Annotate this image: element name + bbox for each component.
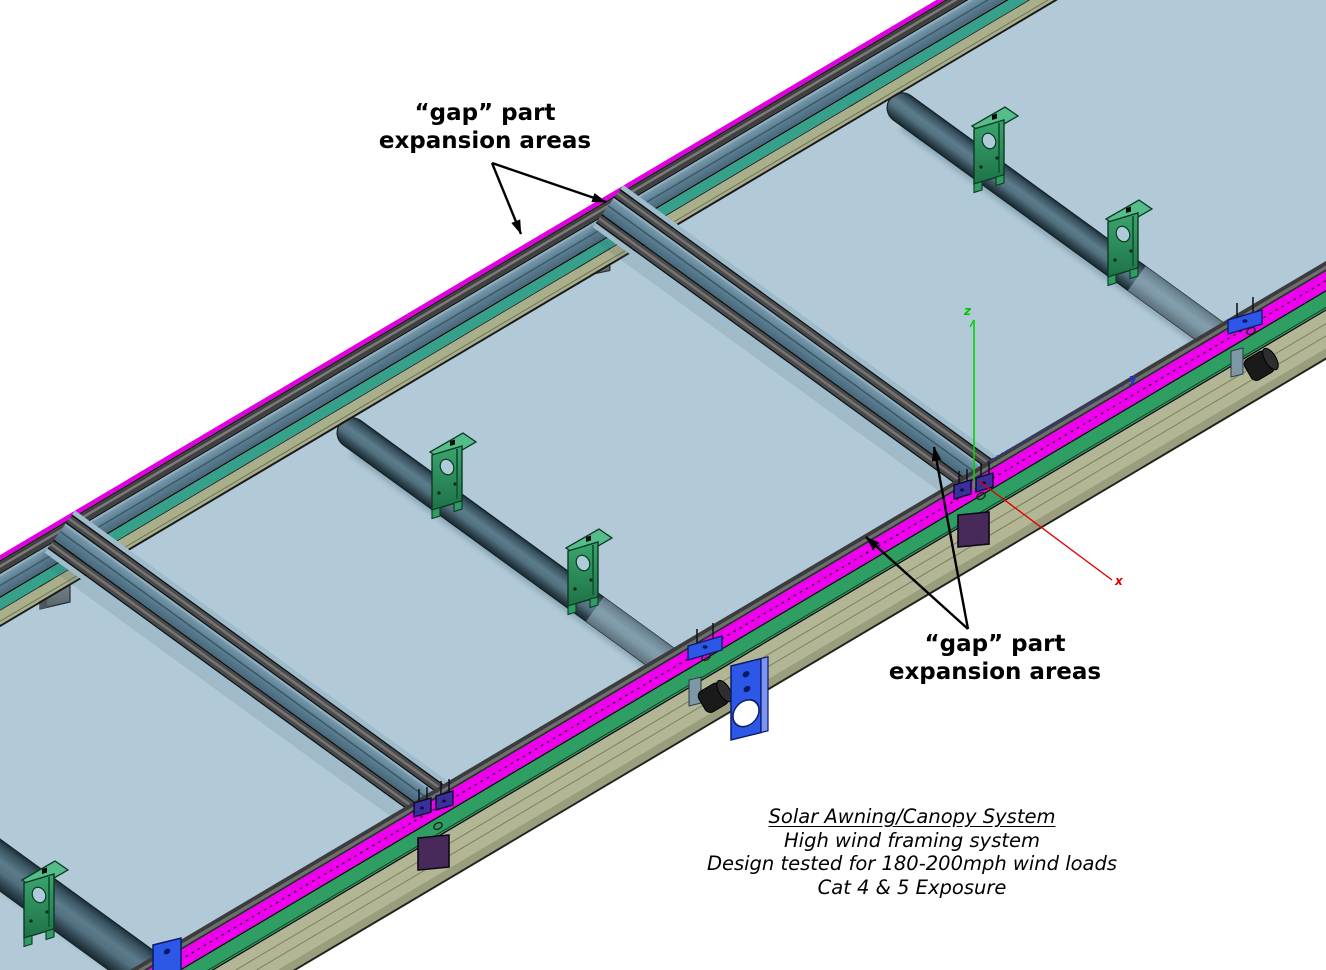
tube-end-recesses xyxy=(688,347,1244,707)
title-block-line2: High wind framing system xyxy=(784,828,1040,852)
mullion-left xyxy=(38,510,448,832)
z-axis-label: z xyxy=(964,304,971,318)
title-block-line4: Cat 4 & 5 Exposure xyxy=(817,875,1007,899)
tube-end-cap-1 xyxy=(697,679,733,713)
title-block-line3: Design tested for 180-200mph wind loads xyxy=(706,852,1118,875)
callout-arrows xyxy=(490,161,970,630)
axis-triad xyxy=(969,319,1127,581)
title-block-line1: Solar Awning/Canopy System xyxy=(768,805,1056,828)
tube-end-cap-2 xyxy=(1243,347,1279,381)
bracket-plate-blue-1 xyxy=(730,656,769,741)
drain-holes xyxy=(433,326,1256,831)
x-axis-label: x xyxy=(1115,574,1123,588)
mullion-center xyxy=(586,185,996,506)
bottom-callout-line2: expansion areas xyxy=(888,659,1102,685)
top-callout-label: “gap” part expansion areas xyxy=(325,99,645,155)
bottom-callout-label: “gap” part expansion areas xyxy=(835,630,1155,686)
bracket-plate-blue-2 xyxy=(152,937,182,970)
title-block: Solar Awning/Canopy System High wind fra… xyxy=(650,805,1174,899)
top-callout-line1: “gap” part xyxy=(414,100,556,126)
front-rail xyxy=(0,239,1326,970)
bottom-callout-line1: “gap” part xyxy=(924,631,1066,657)
y-axis-label: y xyxy=(1129,372,1137,386)
back-rail xyxy=(0,0,1258,698)
top-callout-line2: expansion areas xyxy=(378,128,592,154)
